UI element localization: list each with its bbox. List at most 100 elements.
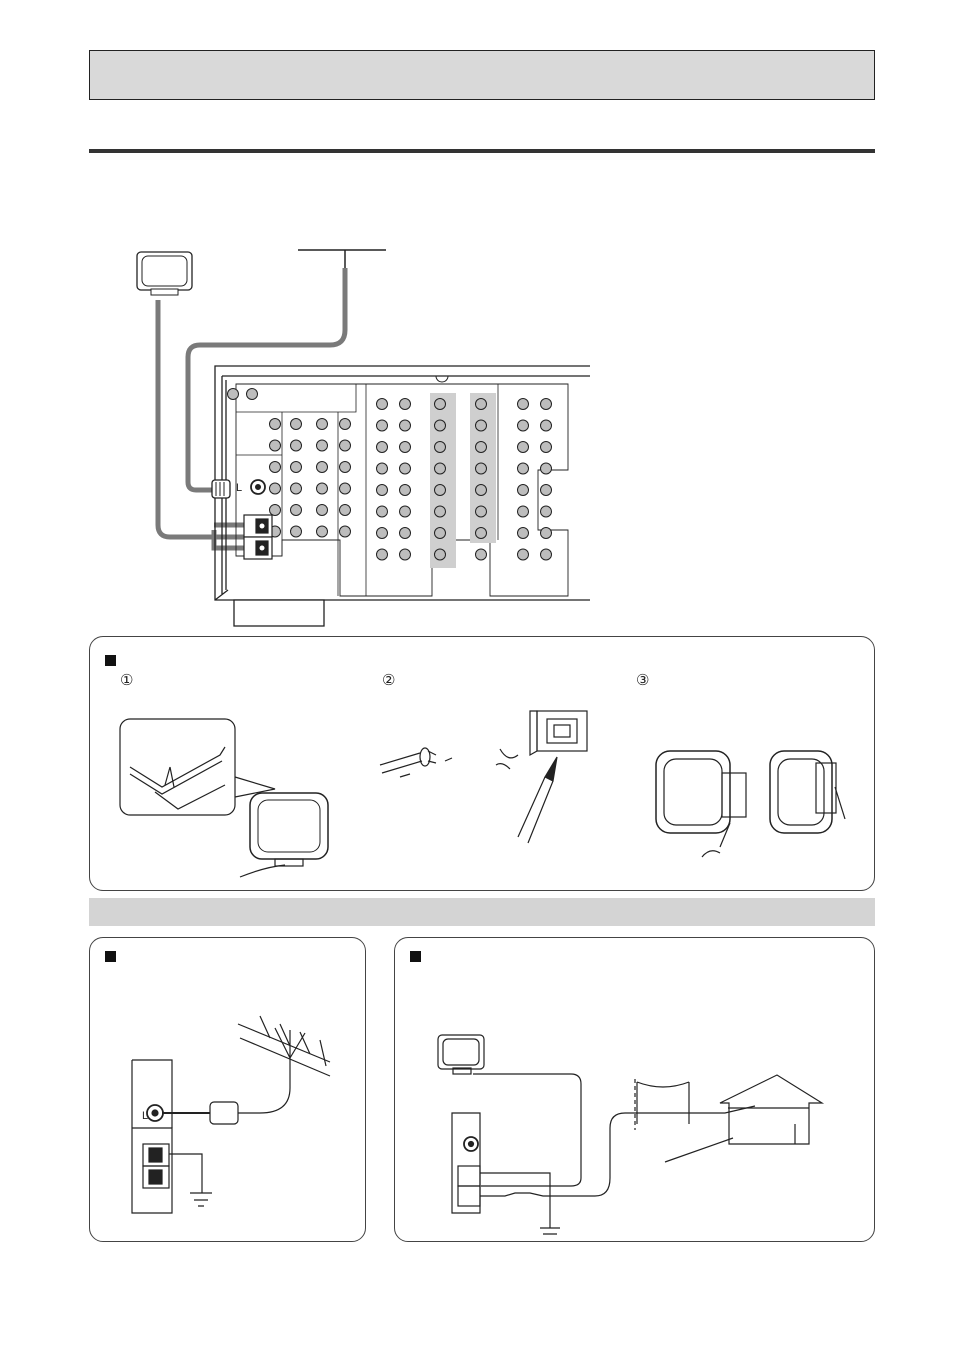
fm-cable — [185, 268, 348, 493]
rca-jack — [475, 484, 487, 496]
rca-jack — [434, 419, 446, 432]
rca-jack — [399, 462, 411, 475]
rca-jack — [517, 484, 529, 496]
rca-jack — [269, 482, 281, 495]
step-3-number: ③ — [636, 671, 650, 689]
rca-jack — [475, 548, 487, 561]
rca-jack — [434, 462, 446, 475]
am-cable — [155, 300, 258, 540]
antenna-connection-diagram: L — [136, 249, 590, 627]
fm-75-ohm-connector — [211, 479, 266, 499]
rca-jack — [227, 388, 239, 400]
rca-jack — [475, 398, 487, 410]
rca-jack — [399, 441, 411, 453]
rca-jack — [339, 461, 351, 473]
rca-jack — [376, 527, 388, 539]
rca-jack — [475, 462, 487, 475]
section-rule — [89, 149, 875, 153]
rca-jack — [339, 504, 351, 516]
rca-jack — [475, 527, 487, 539]
rca-jack — [540, 419, 552, 432]
rca-jack — [316, 482, 328, 495]
rca-jack — [339, 482, 351, 495]
rca-jack — [517, 398, 529, 410]
page-header-bar — [89, 50, 875, 100]
fm-wire-antenna — [298, 249, 386, 268]
rca-jack — [376, 548, 388, 561]
rca-jack — [540, 462, 552, 475]
rca-jack — [269, 418, 281, 430]
rca-jack — [316, 461, 328, 473]
rca-jack — [316, 525, 328, 538]
rca-jack — [540, 484, 552, 496]
rca-jack — [517, 548, 529, 561]
rca-jack — [434, 527, 446, 539]
rca-jack — [269, 504, 281, 516]
am-antenna-terminals — [243, 514, 273, 560]
outdoor-fm-antenna-illustration: L — [131, 1015, 331, 1214]
rca-jack — [517, 441, 529, 453]
rca-jack — [540, 398, 552, 410]
rca-jack — [434, 548, 446, 561]
rca-jack — [434, 484, 446, 496]
rca-jack — [517, 527, 529, 539]
rca-jack — [540, 505, 552, 518]
rca-jack — [399, 527, 411, 539]
svg-text:L: L — [142, 1110, 148, 1122]
step-1-stand-illustration — [119, 718, 329, 878]
fm-connector-label: L — [236, 482, 242, 494]
step-1-number: ① — [120, 671, 134, 689]
section-header-bar — [89, 898, 875, 926]
rca-jack — [290, 439, 302, 452]
step-2-wire-illustration — [379, 710, 588, 844]
rca-jack — [399, 398, 411, 410]
rca-jack — [475, 505, 487, 518]
am-antenna-assembly-panel: ① ② ③ — [89, 636, 875, 891]
rca-jacks — [227, 388, 552, 561]
rca-jack — [475, 441, 487, 453]
rca-jack — [316, 418, 328, 430]
rca-jack — [290, 418, 302, 430]
outdoor-am-antenna-illustration — [437, 1034, 825, 1235]
tv-panel-bullet — [105, 951, 116, 962]
rca-jack — [246, 388, 258, 400]
rca-jack — [290, 482, 302, 495]
outdoor-fm-antenna-panel: L — [89, 937, 366, 1242]
rca-jack — [290, 461, 302, 473]
rca-jack — [316, 439, 328, 452]
rca-jack — [376, 419, 388, 432]
rca-jack — [399, 484, 411, 496]
rca-jack — [399, 419, 411, 432]
rca-jack — [376, 505, 388, 518]
outdoor-am-antenna-panel — [394, 937, 875, 1242]
rca-jack — [517, 419, 529, 432]
rca-jack — [290, 525, 302, 538]
rca-jack — [434, 505, 446, 518]
rca-jack — [290, 504, 302, 516]
rca-jack — [269, 439, 281, 452]
rca-jack — [376, 484, 388, 496]
rca-jack — [434, 398, 446, 410]
rca-jack — [517, 462, 529, 475]
rca-jack — [540, 441, 552, 453]
step-3-mount-illustration — [655, 750, 846, 858]
rca-jack — [269, 461, 281, 473]
rca-jack — [339, 525, 351, 538]
rca-jack — [399, 505, 411, 518]
rca-jack — [540, 548, 552, 561]
rca-jack — [339, 439, 351, 452]
assembly-bullet — [105, 655, 116, 666]
rca-jack — [376, 462, 388, 475]
outdoor-panel-bullet — [410, 951, 421, 962]
rca-jack — [399, 548, 411, 561]
rca-jack — [434, 441, 446, 453]
assembly-illustrations — [119, 710, 846, 878]
rca-jack — [475, 419, 487, 432]
rca-jack — [540, 527, 552, 539]
rca-jack — [316, 504, 328, 516]
am-loop-antenna — [136, 251, 193, 296]
rca-jack — [376, 398, 388, 410]
step-2-number: ② — [382, 671, 396, 689]
rca-jack — [376, 441, 388, 453]
rca-jack — [339, 418, 351, 430]
